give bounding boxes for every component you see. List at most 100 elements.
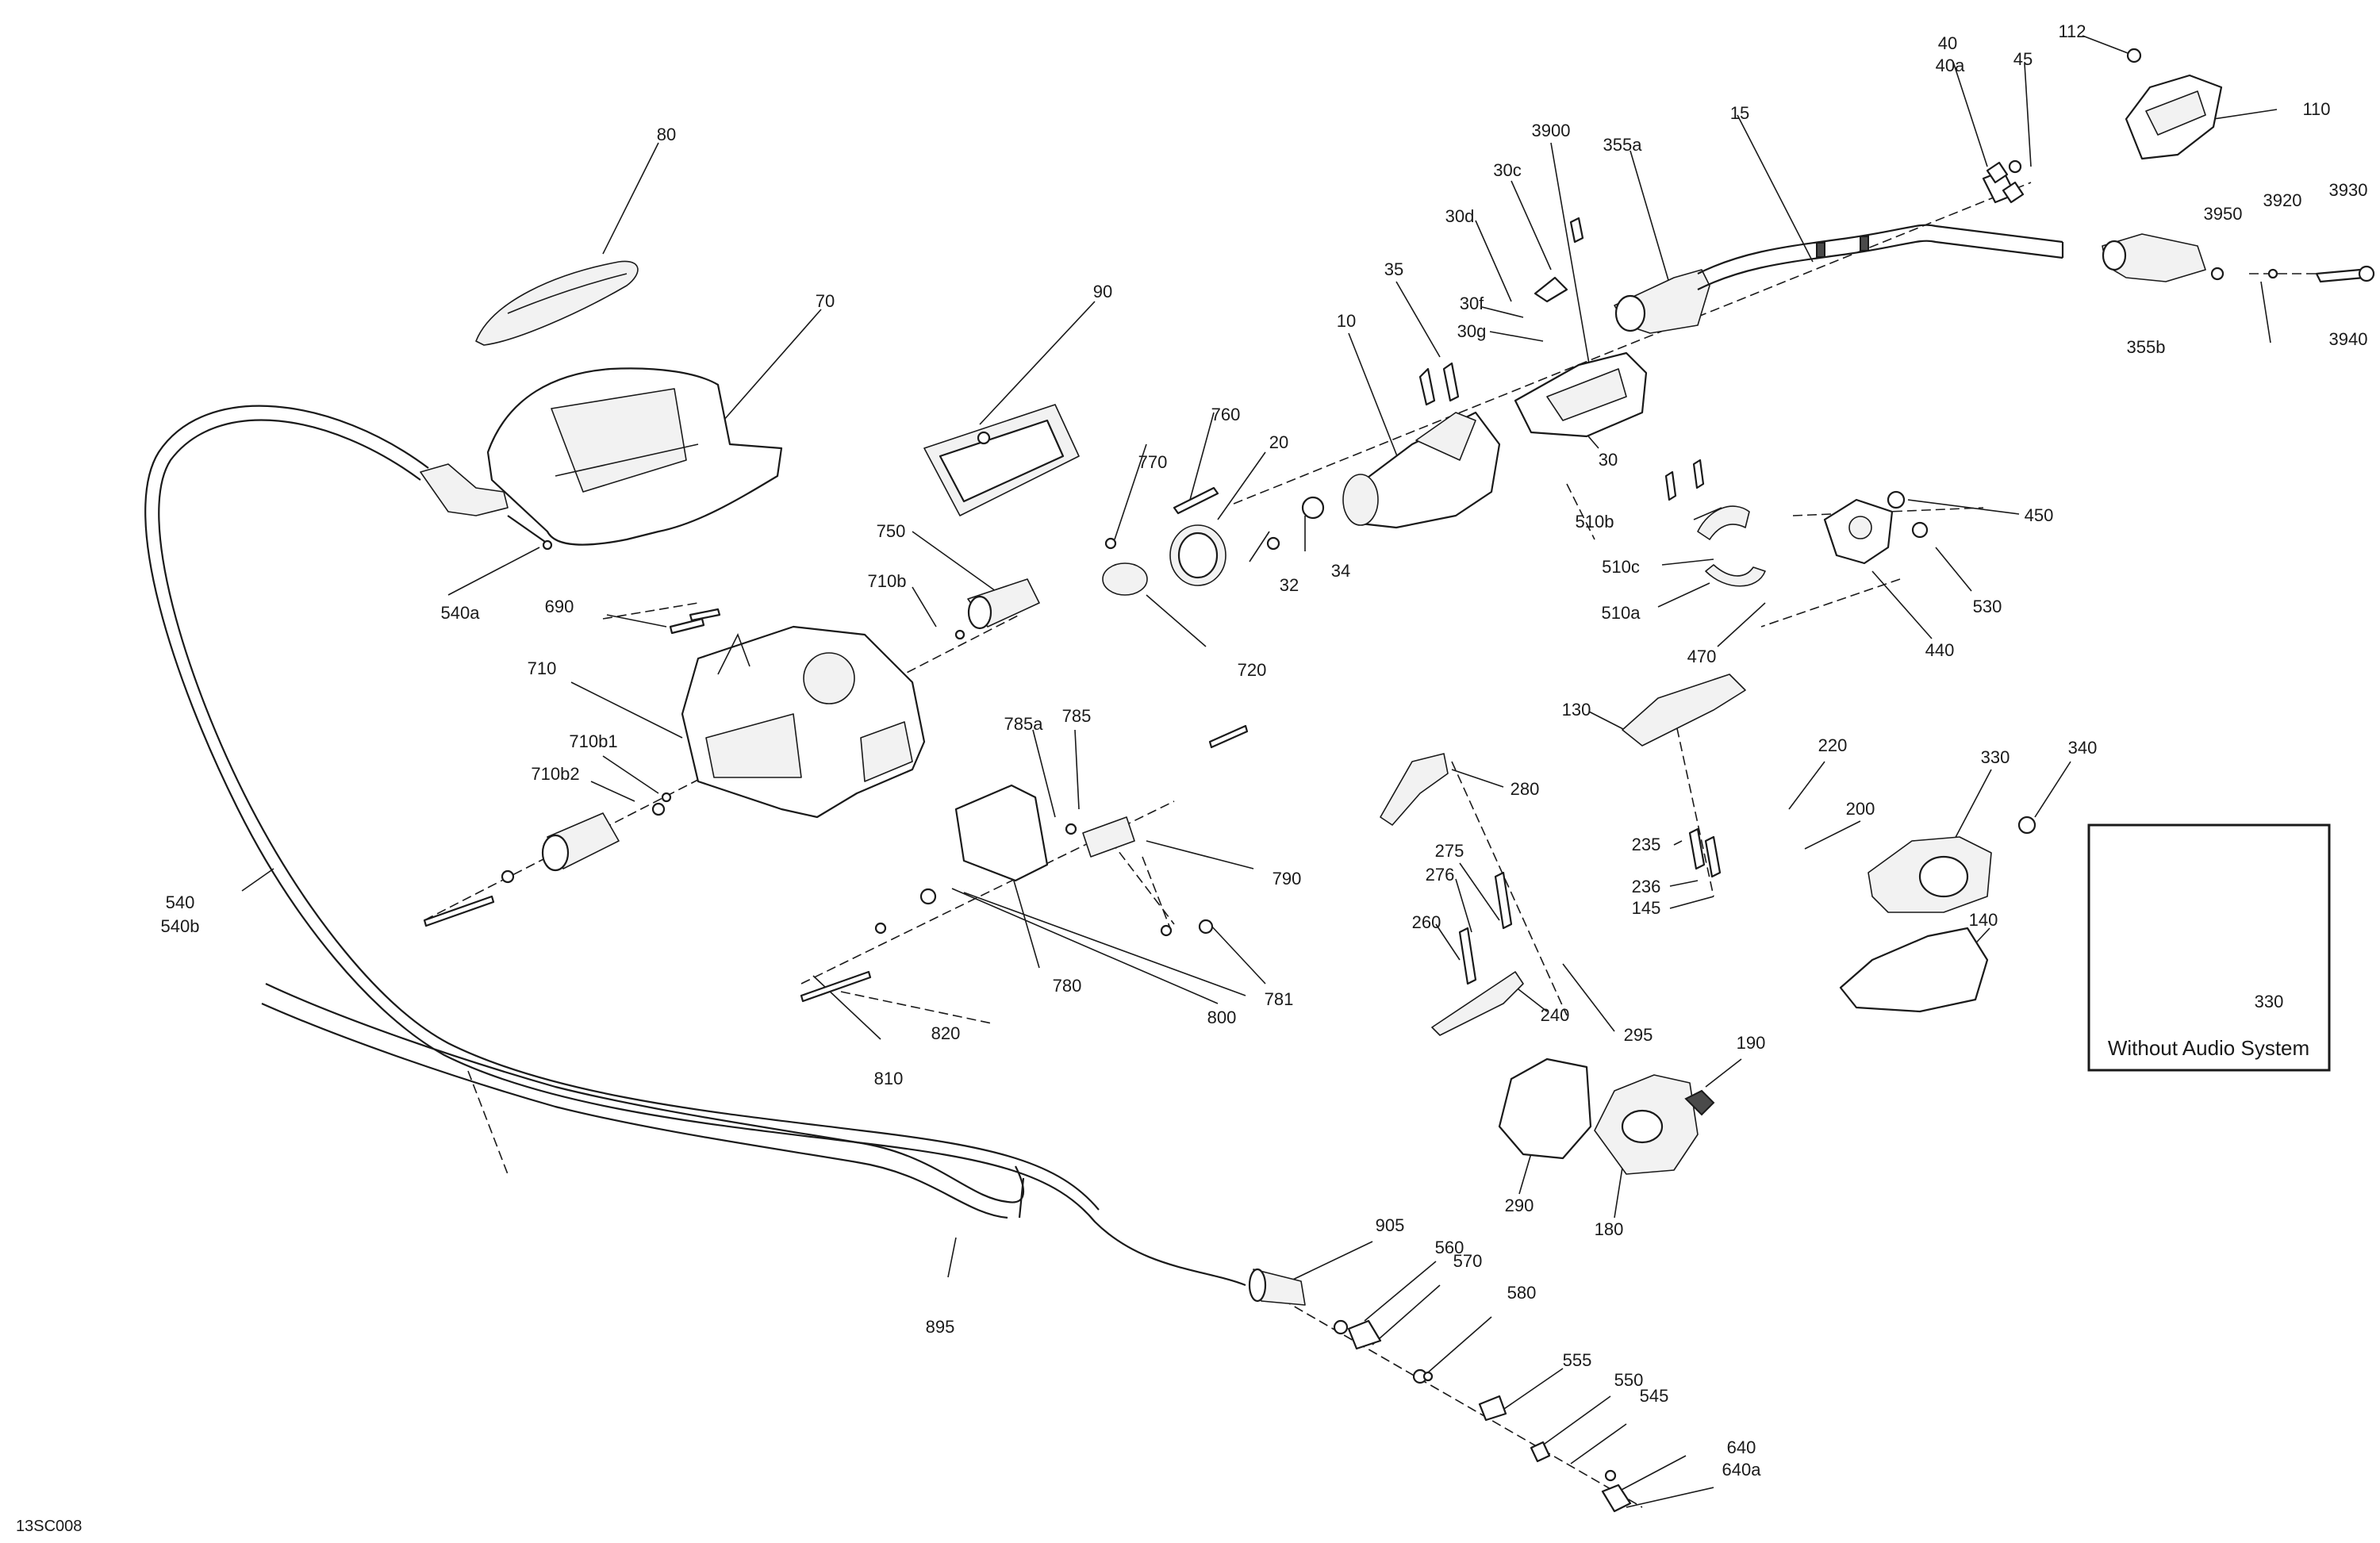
callout: 30c [1493, 160, 1521, 180]
callout: 35 [1384, 259, 1403, 279]
callout: 470 [1687, 647, 1717, 666]
parts [420, 48, 2375, 1513]
part-760-pin [1173, 486, 1219, 515]
callout: 750 [877, 521, 906, 541]
callout: 220 [1818, 735, 1848, 755]
callout: 200 [1846, 799, 1875, 819]
callout: 40 [1938, 33, 1957, 53]
callout: 555 [1563, 1350, 1592, 1370]
callout: 80 [657, 125, 676, 144]
callout: 90 [1093, 282, 1112, 301]
callout: 280 [1511, 779, 1540, 799]
callout: 540b [161, 916, 200, 936]
callout: 640a [1722, 1460, 1762, 1480]
callout: 145 [1632, 898, 1661, 918]
hose [265, 983, 1025, 1203]
part-80-cover [475, 260, 639, 346]
callout: 276 [1426, 865, 1455, 885]
callout: 540 [166, 892, 195, 912]
callout: 3950 [2204, 204, 2243, 224]
callout: 800 [1207, 1008, 1237, 1027]
part-30c-lever [1534, 276, 1568, 303]
callout: 510c [1602, 557, 1640, 577]
callout: 450 [2025, 505, 2054, 525]
part-510a-clamp [1705, 564, 1766, 587]
callout: 570 [1453, 1251, 1483, 1271]
part-780-bracket [954, 784, 1049, 882]
callout: 510b [1576, 512, 1614, 532]
callout: 10 [1337, 311, 1356, 331]
callout: 440 [1925, 640, 1955, 660]
callout: 790 [1273, 869, 1302, 889]
callout: 275 [1435, 841, 1464, 861]
part-510c-clamp [1697, 505, 1750, 540]
inset-caption: Without Audio System [2108, 1036, 2309, 1060]
inset-panel [2087, 823, 2331, 1072]
callout: 140 [1969, 910, 1998, 930]
part-190-knob [1684, 1089, 1715, 1116]
callout: 34 [1331, 561, 1350, 581]
callout: 40a [1936, 56, 1965, 75]
part-720-ring [1102, 562, 1148, 596]
cables [144, 405, 1246, 1287]
part-570-fitting [1347, 1319, 1382, 1350]
part-240-arm [1431, 971, 1524, 1036]
callout: 540a [441, 603, 481, 623]
callout: 780 [1053, 976, 1082, 996]
callout: 110 [2302, 99, 2330, 119]
callout: 785 [1062, 706, 1092, 726]
callout: 235 [1632, 835, 1661, 854]
callout: 180 [1595, 1219, 1624, 1239]
callout: 545 [1640, 1386, 1669, 1406]
callout: 3920 [2263, 190, 2302, 210]
callout-labels: 80 70 90 770 760 20 750 710b 32 34 720 6… [161, 21, 2368, 1480]
callout: 640 [1727, 1437, 1756, 1457]
callout: 236 [1632, 877, 1661, 896]
callout: 112 [2058, 21, 2086, 41]
callout: 290 [1505, 1196, 1534, 1215]
part-15-handlebar [1697, 224, 2063, 274]
callout: 720 [1238, 660, 1267, 680]
callout: 760 [1211, 405, 1241, 424]
callout: 510a [1602, 603, 1641, 623]
callout: 560 [1435, 1238, 1464, 1257]
part-290-housing [1498, 1057, 1592, 1160]
part-140-base [1839, 927, 1989, 1013]
callout: 70 [816, 291, 835, 311]
callout: 3940 [2329, 329, 2368, 349]
callout: 770 [1138, 452, 1168, 472]
callout: 710b1 [569, 731, 617, 751]
callout: 30 [1599, 450, 1618, 470]
callout: 32 [1280, 575, 1299, 595]
callout: 781 [1265, 989, 1294, 1009]
callout: 30g [1457, 321, 1487, 341]
callout: 530 [1973, 597, 2002, 616]
callout: 260 [1412, 912, 1441, 932]
part-710-console [681, 625, 926, 819]
callout: 785a [1004, 714, 1044, 734]
callout: 550 [1614, 1370, 1644, 1390]
callout: 3930 [2329, 180, 2368, 200]
callout: 820 [931, 1023, 961, 1043]
callout: 15 [1730, 103, 1749, 123]
callout: 30d [1445, 206, 1475, 226]
part-34-washer [1301, 496, 1325, 520]
callout: 355b [2127, 337, 2166, 357]
part-3930-bolt [2315, 268, 2366, 283]
callout: 240 [1541, 1005, 1570, 1025]
callout: 30f [1460, 294, 1484, 313]
callout: 130 [1562, 700, 1591, 720]
callout: 580 [1507, 1283, 1537, 1303]
callout: 190 [1737, 1033, 1766, 1053]
callout: 20 [1269, 432, 1288, 452]
callout: 330 [1981, 747, 2010, 767]
inset-part-label: 330 [2255, 992, 2284, 1011]
part-790-switch [1082, 816, 1135, 858]
fasteners [423, 48, 2278, 1482]
part-550-nut [1530, 1441, 1551, 1463]
callout: 340 [2068, 738, 2098, 758]
part-130-trigger [1622, 674, 1746, 747]
callout: 3900 [1532, 121, 1571, 140]
callout: 710b [868, 571, 907, 591]
callout: 710 [528, 658, 557, 678]
